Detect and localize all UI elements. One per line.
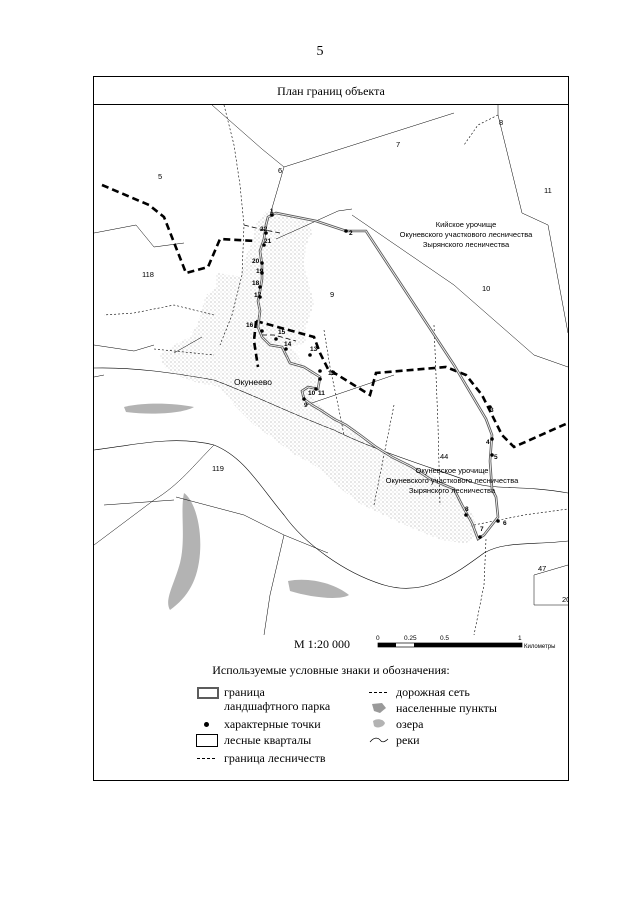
quarter-label: 9: [330, 290, 334, 299]
district-label: Окуневского участкового лесничества: [400, 230, 534, 239]
point-icon: [196, 717, 218, 731]
point-label: 1: [270, 208, 274, 215]
legend-item-settlements: населенные пункты: [368, 701, 497, 715]
settlement-icon: [368, 701, 390, 715]
point-label: 9: [304, 402, 308, 409]
scale-tick: 0.5: [440, 635, 449, 642]
point-label: 16: [246, 322, 254, 329]
scale-tick: 1: [518, 635, 522, 642]
map-canvas[interactable]: 5 6 7 8 9 10 11 118 119 44 47 20 Окунеев…: [94, 105, 568, 635]
legend-item-lakes: озера: [368, 717, 423, 731]
legend-item-forest-quarters: лесные кварталы: [196, 733, 311, 747]
quarter-label: 44: [440, 452, 448, 461]
point-label: 21: [264, 238, 272, 245]
point-label: 13: [310, 346, 318, 353]
quarter-label: 47: [538, 564, 546, 573]
scale-label: М 1:20 000: [294, 637, 351, 651]
point-label: 19: [256, 268, 264, 275]
park-boundary-icon: [196, 685, 219, 699]
legend-item-road-network: дорожная сеть: [368, 685, 470, 699]
point-label: 6: [503, 520, 507, 527]
quarter-label: 5: [158, 172, 162, 181]
point-label: 14: [284, 341, 292, 348]
forestry-boundary-icon: [196, 751, 218, 765]
lake: [288, 579, 349, 598]
quarter-label: 6: [278, 166, 282, 175]
legend-item-rivers: реки: [368, 733, 420, 747]
scale-bar: М 1:20 000 0 0.25 0.5 1 Километры: [94, 633, 568, 659]
point-label: 10: [308, 390, 316, 397]
page-number: 5: [316, 44, 324, 59]
lake: [168, 493, 201, 610]
map-title: План границ объекта: [94, 77, 568, 105]
district-label: Окуневское урочище: [416, 466, 489, 475]
point-label: 18: [252, 280, 260, 287]
legend-item-forestry-boundary: граница лесничеств: [196, 751, 326, 765]
scale-unit: Километры: [524, 644, 555, 650]
scale-tick: 0.25: [404, 635, 417, 642]
lake-icon: [368, 717, 390, 731]
point-label: 12: [328, 370, 336, 377]
point-label: 11: [318, 390, 325, 397]
forestry-boundaries: [101, 183, 568, 449]
legend-item-characteristic-points: характерные точки: [196, 717, 321, 731]
district-label: Окуневского участкового лесничества: [386, 476, 520, 485]
forestry-boundary-thin: [243, 224, 297, 342]
characteristic-points: [258, 213, 500, 539]
quarter-label: 11: [544, 186, 552, 195]
river-bank-south: [94, 440, 568, 589]
point-label: 22: [260, 226, 268, 233]
point-label: 8: [465, 506, 469, 513]
district-label: Зырянского лесничества: [409, 486, 496, 495]
river-icon: [368, 733, 390, 747]
point-label: 15: [278, 329, 286, 336]
road-network-icon: [368, 685, 390, 699]
quarter-label: 119: [212, 464, 224, 473]
legend: Используемые условные знаки и обозначени…: [94, 659, 568, 779]
district-label: Зырянского лесничества: [423, 240, 510, 249]
quarter-label: 10: [482, 284, 490, 293]
quarter-label: 20: [562, 595, 568, 604]
legend-item-park-boundary: граница ландшафтного парка: [196, 685, 330, 713]
point-label: 17: [254, 292, 262, 299]
map-svg: 5 6 7 8 9 10 11 118 119 44 47 20 Окунеев…: [94, 105, 568, 635]
scale-graphic: 0 0.25 0.5 1 Километры: [376, 635, 555, 650]
point-label: 20: [252, 258, 260, 265]
point-label: 3: [490, 407, 494, 414]
settlement-label: Окунеево: [234, 377, 272, 387]
quarter-label: 118: [142, 270, 154, 279]
park-boundary-inner: [257, 212, 499, 540]
legend-title: Используемые условные знаки и обозначени…: [212, 663, 450, 677]
quarter-label: 7: [396, 140, 400, 149]
river-channel: [94, 444, 215, 546]
scale-tick: 0: [376, 635, 380, 642]
point-label: 7: [480, 526, 484, 533]
map-frame: План границ объекта: [93, 76, 569, 781]
forest-quarter-icon: [196, 733, 218, 747]
quarter-label: 8: [499, 118, 503, 127]
point-label: 2: [349, 230, 353, 237]
point-label: 5: [494, 454, 498, 461]
district-label: Кийское урочище: [436, 220, 497, 229]
point-label: 4: [486, 439, 490, 446]
lake: [124, 403, 194, 414]
